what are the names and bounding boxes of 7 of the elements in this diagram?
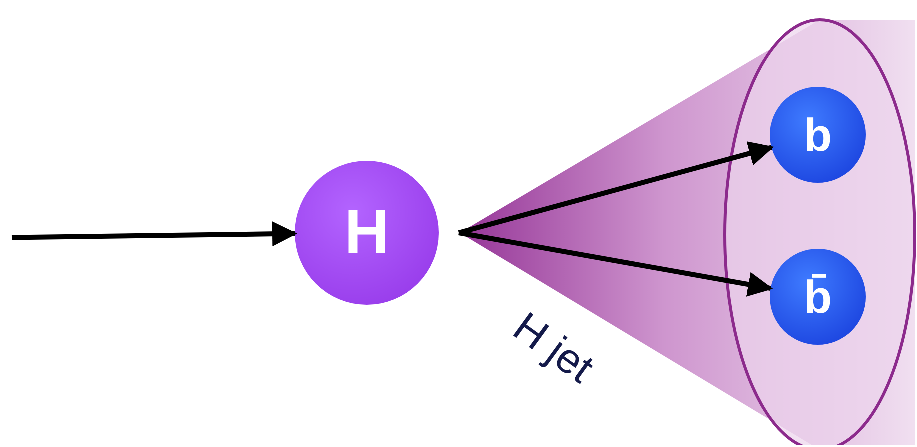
particle-symbol: b [804,112,832,158]
particle-symbol: H [344,202,390,264]
jet-label: H jet [504,303,603,393]
arrow [12,222,298,247]
particle-symbol: b̄ [804,274,832,320]
arrow [458,230,774,297]
arrow [458,142,774,236]
